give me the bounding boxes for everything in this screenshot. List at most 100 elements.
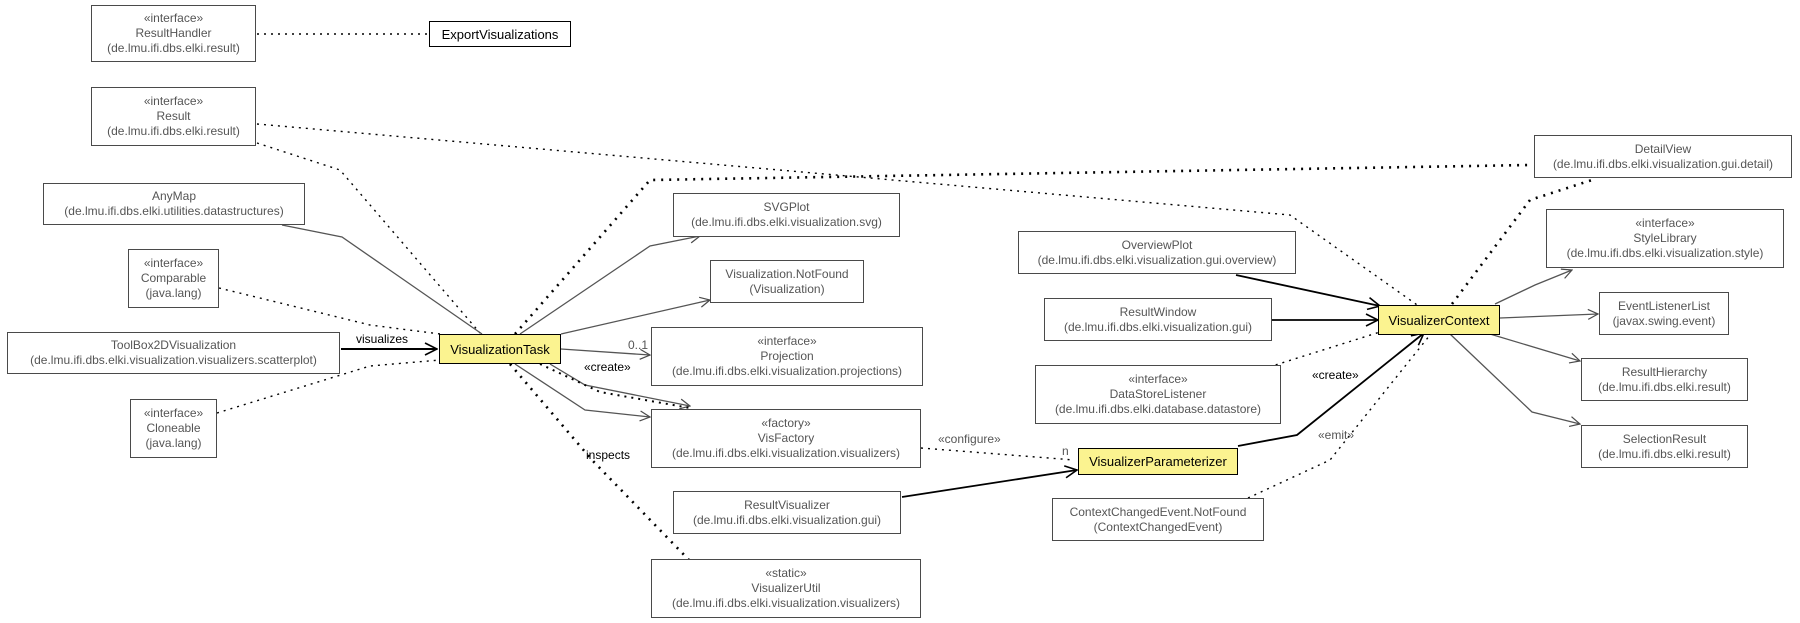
edge-anymap-vistask: [281, 224, 483, 335]
class-name: ResultHierarchy: [1621, 364, 1708, 379]
package-name: (de.lmu.ifi.dbs.elki.result): [1598, 446, 1731, 461]
edge-context-selectionresult: [1449, 333, 1580, 424]
edge-label-create-context: «create»: [1312, 368, 1359, 382]
class-name: ResultHandler: [135, 26, 212, 40]
edge-resultvisualizer-parameterizer: [901, 470, 1077, 498]
class-name: VisualizerParameterizer: [1089, 454, 1227, 469]
package-name: (de.lmu.ifi.dbs.elki.visualization.gui): [1063, 319, 1253, 334]
edge-ctxchanged-context: [1247, 334, 1431, 499]
class-box-svgplot[interactable]: SVGPlot (de.lmu.ifi.dbs.elki.visualizati…: [673, 193, 900, 237]
class-name: Result: [156, 109, 191, 123]
class-box-result-window[interactable]: ResultWindow (de.lmu.ifi.dbs.elki.visual…: [1044, 298, 1272, 341]
edge-label-multiplicity-projection: 0..1: [628, 338, 649, 352]
class-name: StyleLibrary: [1633, 231, 1697, 245]
edge-result-viscontext: [256, 123, 1421, 308]
class-name: Projection: [760, 349, 814, 363]
package-name: (de.lmu.ifi.dbs.elki.result): [107, 124, 240, 138]
class-name: ContextChangedEvent.NotFound: [1069, 504, 1247, 519]
class-name: Visualization.NotFound: [725, 266, 849, 281]
class-box-style-library[interactable]: «interface» StyleLibrary (de.lmu.ifi.dbs…: [1546, 209, 1784, 268]
class-box-context-changed-event-notfound[interactable]: ContextChangedEvent.NotFound (ContextCha…: [1052, 498, 1264, 541]
class-name: Comparable: [140, 271, 207, 285]
class-box-comparable[interactable]: «interface» Comparable (java.lang): [128, 249, 219, 308]
class-box-result[interactable]: «interface» Result (de.lmu.ifi.dbs.elki.…: [91, 87, 256, 146]
class-box-result-hierarchy[interactable]: ResultHierarchy (de.lmu.ifi.dbs.elki.res…: [1581, 358, 1748, 401]
edge-label-visualizes: visualizes: [356, 332, 409, 346]
edge-parameterizer-context: [1237, 333, 1424, 447]
package-name: (java.lang): [145, 286, 202, 300]
class-name: SelectionResult: [1622, 431, 1707, 446]
class-box-visualizer-context[interactable]: VisualizerContext: [1378, 305, 1500, 335]
edge-vistask-visfactory-lower: [514, 363, 650, 417]
package-name: (ContextChangedEvent): [1093, 519, 1223, 534]
edge-comparable-vistask: [218, 287, 441, 335]
package-name: (de.lmu.ifi.dbs.elki.visualization.visua…: [671, 596, 901, 610]
edge-label-configure: «configure»: [938, 432, 1001, 446]
class-box-event-listener-list[interactable]: EventListenerList (javax.swing.event): [1599, 292, 1729, 335]
class-box-projection[interactable]: «interface» Projection (de.lmu.ifi.dbs.e…: [651, 327, 923, 386]
stereotype-label: «interface»: [143, 406, 204, 420]
stereotype-label: «interface»: [1635, 216, 1695, 230]
package-name: (de.lmu.ifi.dbs.elki.visualization.svg): [691, 215, 882, 229]
package-name: (de.lmu.ifi.dbs.elki.database.datastore): [1054, 402, 1262, 416]
package-name: (javax.swing.event): [1612, 313, 1716, 328]
class-name: VisualizationTask: [450, 341, 550, 357]
class-name: ResultWindow: [1119, 304, 1197, 319]
package-name: (de.lmu.ifi.dbs.elki.visualization.gui.o…: [1037, 252, 1277, 267]
edge-context-detailview: [1450, 178, 1593, 305]
class-box-visualizer-parameterizer[interactable]: VisualizerParameterizer: [1078, 448, 1238, 475]
edge-context-resulthierarchy: [1489, 333, 1580, 361]
package-name: (de.lmu.ifi.dbs.elki.visualization.proje…: [671, 364, 903, 378]
edge-vistask-svgplot: [519, 236, 700, 335]
class-name: DetailView: [1634, 141, 1692, 156]
class-box-visualization-task[interactable]: VisualizationTask: [439, 334, 561, 364]
class-name: VisualizerUtil: [751, 581, 821, 595]
edge-context-eventlistenerlist: [1499, 314, 1598, 318]
class-box-cloneable[interactable]: «interface» Cloneable (java.lang): [130, 399, 217, 458]
class-name: VisFactory: [757, 431, 815, 445]
edge-label-create-task: «create»: [584, 360, 631, 374]
edge-label-inspects: inspects: [586, 448, 631, 462]
class-box-result-handler[interactable]: «interface» ResultHandler (de.lmu.ifi.db…: [91, 5, 256, 62]
class-box-visualization-notfound[interactable]: Visualization.NotFound (Visualization): [710, 260, 864, 303]
package-name: (de.lmu.ifi.dbs.elki.visualization.style…: [1566, 246, 1764, 260]
class-name: VisualizerContext: [1388, 312, 1490, 328]
class-box-result-visualizer[interactable]: ResultVisualizer (de.lmu.ifi.dbs.elki.vi…: [673, 491, 901, 534]
edge-vistask-projection: [560, 348, 650, 355]
package-name: (de.lmu.ifi.dbs.elki.visualization.gui): [692, 512, 882, 527]
package-name: (de.lmu.ifi.dbs.elki.visualization.gui.d…: [1552, 156, 1774, 171]
package-name: (Visualization): [749, 281, 825, 296]
edge-overview-context: [1235, 274, 1380, 306]
package-name: (de.lmu.ifi.dbs.elki.visualization.visua…: [671, 446, 901, 460]
package-name: (java.lang): [145, 436, 202, 450]
package-name: (de.lmu.ifi.dbs.elki.utilities.datastruc…: [64, 204, 284, 218]
edge-context-stylelibrary: [1494, 270, 1572, 305]
stereotype-label: «interface»: [757, 334, 817, 348]
stereotype-label: «interface»: [143, 94, 204, 108]
class-name: OverviewPlot: [1121, 237, 1193, 252]
class-name: Cloneable: [146, 421, 201, 435]
stereotype-label: «interface»: [143, 256, 204, 270]
edge-result-vistask: [256, 142, 481, 334]
class-name: ExportVisualizations: [441, 26, 559, 42]
package-name: (de.lmu.ifi.dbs.elki.result): [1598, 379, 1731, 394]
class-box-anymap[interactable]: AnyMap (de.lmu.ifi.dbs.elki.utilities.da…: [43, 183, 305, 225]
stereotype-label: «interface»: [1128, 372, 1188, 386]
class-box-export-visualizations[interactable]: ExportVisualizations: [429, 21, 571, 47]
stereotype-label: «interface»: [143, 11, 204, 25]
class-box-visualizer-util[interactable]: «static» VisualizerUtil (de.lmu.ifi.dbs.…: [651, 559, 921, 618]
package-name: (de.lmu.ifi.dbs.elki.result): [107, 41, 240, 55]
class-box-overview-plot[interactable]: OverviewPlot (de.lmu.ifi.dbs.elki.visual…: [1018, 231, 1296, 274]
class-name: AnyMap: [151, 189, 197, 203]
class-box-toolbox2dvisualization[interactable]: ToolBox2DVisualization (de.lmu.ifi.dbs.e…: [7, 332, 340, 374]
edge-datastore-context: [1268, 331, 1381, 368]
edge-vistask-notfound: [560, 300, 710, 335]
edge-label-emit: «emit»: [1318, 428, 1355, 442]
class-box-selection-result[interactable]: SelectionResult (de.lmu.ifi.dbs.elki.res…: [1581, 425, 1748, 468]
package-name: (de.lmu.ifi.dbs.elki.visualization.visua…: [30, 353, 317, 367]
class-box-visfactory[interactable]: «factory» VisFactory (de.lmu.ifi.dbs.elk…: [651, 409, 921, 468]
class-name: EventListenerList: [1617, 298, 1711, 313]
class-box-datastore-listener[interactable]: «interface» DataStoreListener (de.lmu.if…: [1035, 365, 1281, 424]
class-name: DataStoreListener: [1109, 387, 1207, 401]
class-box-detail-view[interactable]: DetailView (de.lmu.ifi.dbs.elki.visualiz…: [1534, 135, 1792, 178]
